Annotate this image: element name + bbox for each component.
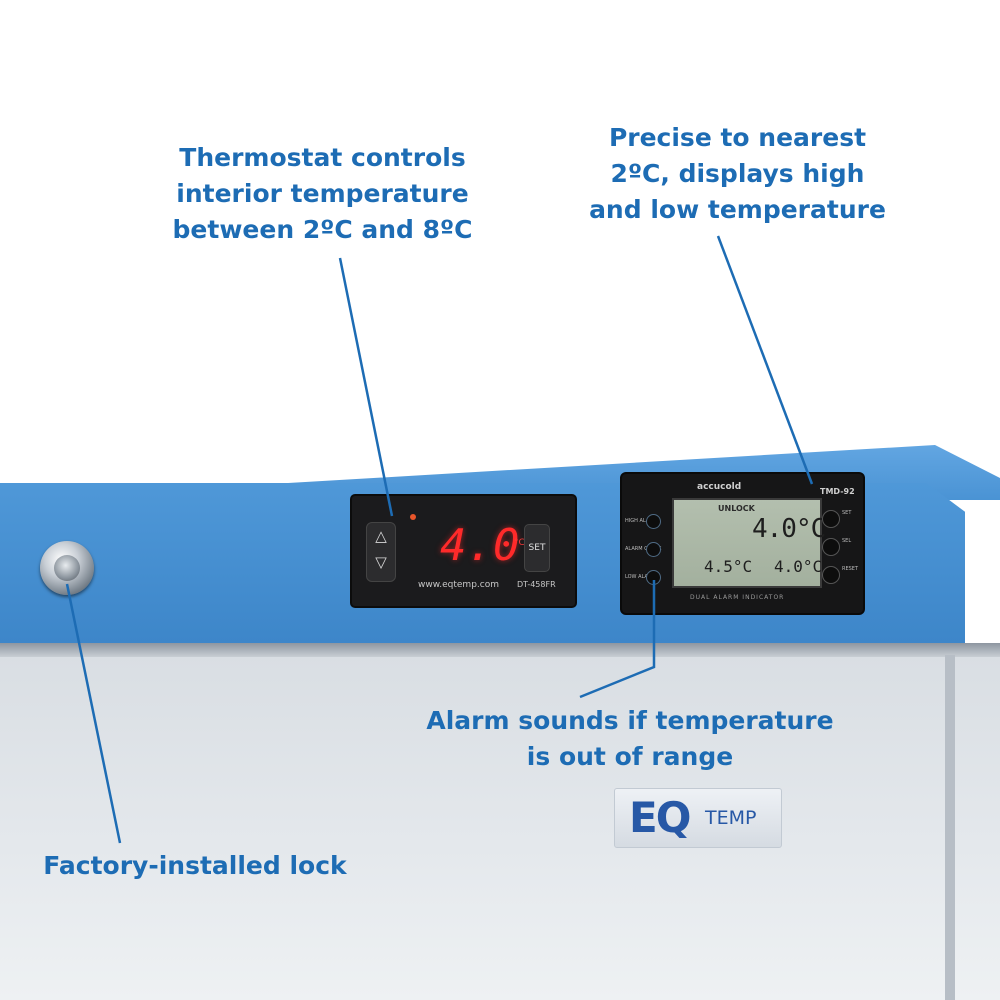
- thermostat-status-led: [410, 514, 416, 520]
- monitor-callout-line-1: Precise to nearest: [608, 123, 867, 152]
- thermostat-unit: °C: [514, 538, 525, 548]
- logo-temp: TEMP: [705, 807, 757, 829]
- thermostat-website: www.eqtemp.com: [418, 580, 499, 590]
- thermostat-callout: Thermostat controls interior temperature…: [160, 140, 485, 248]
- alarm-leader-line: [579, 580, 656, 699]
- lock-status: UNLOCK: [718, 504, 755, 513]
- monitor-lcd-screen: UNLOCK 4.0°C 4.5°C 4.0°C: [672, 498, 826, 588]
- temperature-monitor: accucold TMD-92 HIGH ALARM ALARM CHECK L…: [622, 474, 863, 613]
- reset-label: RESET: [842, 566, 859, 572]
- monitor-brand: accucold: [697, 482, 742, 492]
- lock-cylinder[interactable]: [54, 555, 80, 581]
- low-alarm-label: LOW ALARM: [625, 574, 656, 580]
- select-label: SEL: [842, 538, 852, 544]
- high-alarm-label: HIGH ALARM: [625, 518, 657, 524]
- thermostat-leader-line: [338, 257, 394, 517]
- monitor-callout-line-2: 2ºC, displays high: [610, 159, 865, 188]
- eqtemp-logo: EQ TEMP: [614, 788, 782, 848]
- high-temperature: 4.0°C: [774, 557, 823, 576]
- cabinet-side-edge: [945, 655, 955, 1000]
- cabinet-door: [0, 655, 1000, 1000]
- alarm-check-button[interactable]: [646, 542, 661, 557]
- alarm-callout-line-1: Alarm sounds if temperature: [426, 706, 834, 735]
- alarm-callout: Alarm sounds if temperature is out of ra…: [410, 703, 850, 775]
- down-arrow-icon[interactable]: ▽: [375, 553, 387, 571]
- lock-callout: Factory-installed lock: [43, 851, 347, 880]
- thermostat-set-button[interactable]: SET: [524, 524, 550, 572]
- monitor-callout-line-3: and low temperature: [589, 195, 886, 224]
- thermostat-controller: △ ▽ 4.0 °C SET www.eqtemp.com DT-458FR: [352, 496, 575, 606]
- up-arrow-icon[interactable]: △: [375, 527, 387, 545]
- high-alarm-button[interactable]: [646, 514, 661, 529]
- set-label: SET: [842, 510, 852, 516]
- alarm-callout-line-2: is out of range: [526, 742, 734, 771]
- thermostat-arrow-buttons[interactable]: △ ▽: [366, 522, 396, 582]
- thermostat-model: DT-458FR: [517, 580, 556, 589]
- alarm-check-label: ALARM CHECK: [625, 546, 662, 552]
- monitor-model: TMD-92: [820, 487, 855, 496]
- lock-leader-line: [65, 583, 122, 844]
- set-button[interactable]: [822, 510, 840, 528]
- thermostat-callout-line-1: Thermostat controls: [179, 143, 466, 172]
- logo-eq: EQ: [629, 793, 691, 842]
- door-gap: [0, 643, 1000, 657]
- reset-button[interactable]: [822, 566, 840, 584]
- low-temperature: 4.5°C: [704, 557, 753, 576]
- thermostat-temperature-display: 4.0: [440, 520, 520, 571]
- current-temperature: 4.0°C: [752, 514, 826, 544]
- monitor-leader-line: [716, 235, 814, 485]
- monitor-callout: Precise to nearest 2ºC, displays high an…: [580, 120, 895, 228]
- select-button[interactable]: [822, 538, 840, 556]
- monitor-footer: DUAL ALARM INDICATOR: [690, 594, 785, 601]
- thermostat-callout-line-3: between 2ºC and 8ºC: [172, 215, 473, 244]
- thermostat-callout-line-2: interior temperature: [176, 179, 469, 208]
